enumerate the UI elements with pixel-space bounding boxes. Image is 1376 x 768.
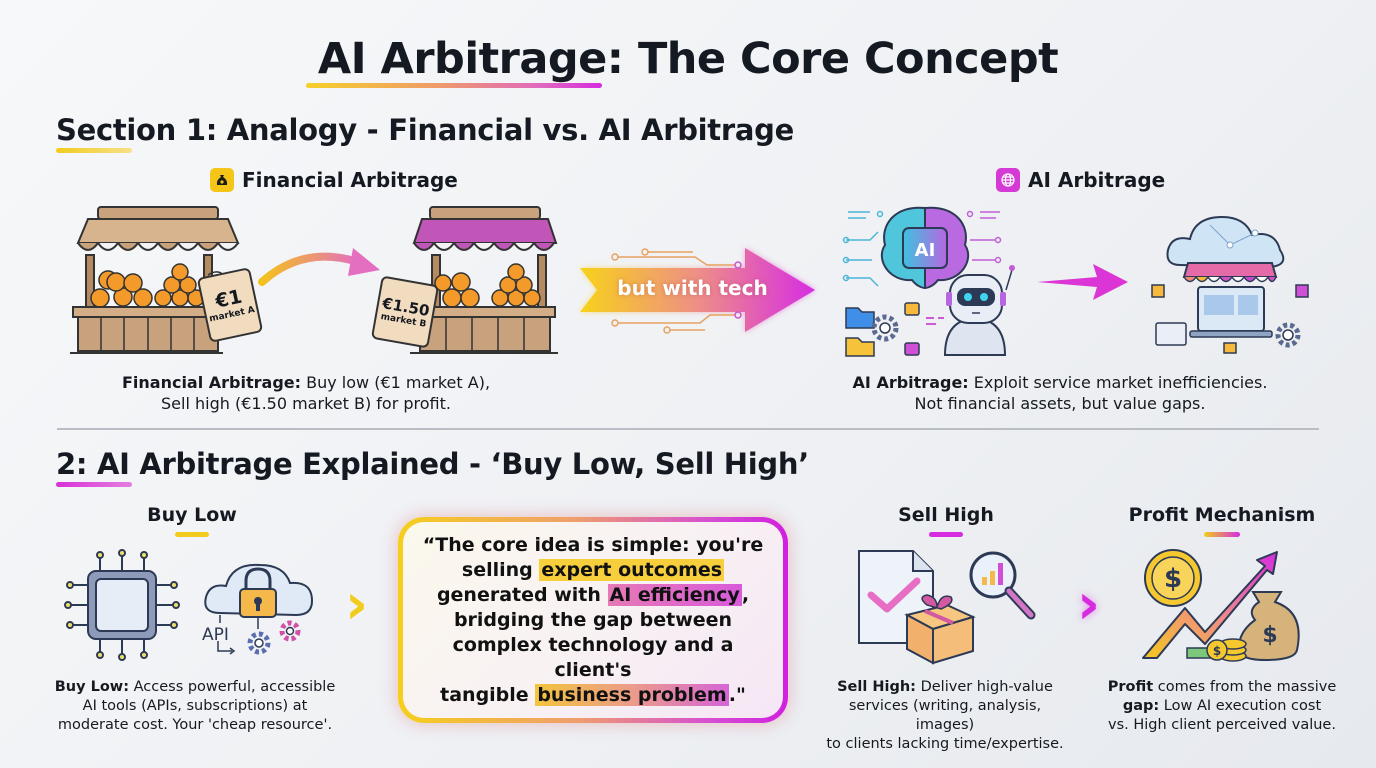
- financial-arbitrage-caption: Financial Arbitrage: Buy low (€1 market …: [96, 372, 516, 414]
- cloud-lock-api-icon: API: [200, 553, 320, 663]
- quote-line-3-suffix: ,: [741, 583, 750, 606]
- dollar-coin-label: $: [1164, 564, 1182, 594]
- caption-line-1: Deliver high-value: [915, 679, 1053, 695]
- but-with-tech-arrow: but with tech: [575, 240, 820, 340]
- quote-line-5: complex technology and a client's: [452, 633, 734, 681]
- ai-arrow-icon: [1035, 262, 1130, 302]
- but-with-tech-label: but with tech: [617, 276, 768, 300]
- market-stall-b-illustration: [410, 205, 560, 355]
- money-bag-label: $: [1262, 623, 1277, 648]
- caption-bold-2: gap:: [1122, 698, 1160, 714]
- caption-bold: Buy Low:: [54, 679, 129, 695]
- buy-low-title: Buy Low: [147, 504, 237, 526]
- profit-mechanism-underline: [1204, 532, 1240, 537]
- quote-line-4: bridging the gap between: [453, 608, 733, 631]
- chevron-right-icon: ›: [345, 572, 369, 637]
- caption-line-2: services (writing, analysis, images): [848, 698, 1042, 733]
- title-underline: [306, 83, 602, 88]
- caption-line-1: comes from the massive: [1153, 679, 1337, 695]
- chevron-right-icon: ›: [1077, 572, 1101, 637]
- money-bag-icon: [210, 168, 234, 192]
- caption-line-3: vs. High client perceived value.: [1108, 717, 1336, 733]
- api-label: API: [202, 625, 229, 645]
- caption-bold: Sell High:: [837, 679, 916, 695]
- section-divider: [57, 428, 1319, 430]
- small-coin-label: $: [1213, 644, 1221, 658]
- highlight-ai-efficiency: AI efficiency: [607, 583, 742, 606]
- core-idea-quote: “The core idea is simple: you're selling…: [403, 522, 783, 718]
- sell-high-title: Sell High: [898, 504, 994, 526]
- caption-bold: Financial Arbitrage:: [121, 373, 302, 392]
- cpu-chip-icon: [62, 545, 182, 665]
- financial-arbitrage-label: Financial Arbitrage: [242, 168, 458, 192]
- cloud-storefront-illustration: [1150, 205, 1310, 355]
- caption-line-2: Sell high (€1.50 market B) for profit.: [161, 394, 451, 413]
- quote-line-6-prefix: tangible: [440, 683, 536, 706]
- caption-bold-1: Profit: [1107, 679, 1154, 695]
- highlight-expert-outcomes: expert outcomes: [539, 558, 725, 581]
- globe-icon: [996, 168, 1020, 192]
- caption-line-3: moderate cost. Your 'cheap resource'.: [57, 717, 333, 733]
- ai-arbitrage-caption: AI Arbitrage: Exploit service market ine…: [830, 372, 1290, 414]
- sell-high-underline: [929, 532, 963, 537]
- quote-line-1: “The core idea is simple: you're: [422, 533, 764, 556]
- highlight-business-problem: business problem: [535, 683, 729, 706]
- section-1-title: Section 1: Analogy - Financial vs. AI Ar…: [56, 113, 794, 147]
- profit-growth-icon: $ $ $: [1135, 540, 1315, 665]
- quote-line-3-prefix: generated with: [436, 583, 608, 606]
- curved-arrow-icon: [258, 240, 383, 290]
- sell-high-caption: Sell High: Deliver high-value services (…: [820, 678, 1070, 754]
- caption-line-1: Access powerful, accessible: [129, 679, 336, 695]
- profit-mechanism-title: Profit Mechanism: [1128, 504, 1316, 526]
- caption-line-3: to clients lacking time/expertise.: [826, 736, 1064, 752]
- section-2-title: 2: AI Arbitrage Explained - ‘Buy Low, Se…: [56, 447, 809, 481]
- buy-low-underline: [175, 532, 209, 537]
- price-tag-market-b: €1.50 market B: [370, 275, 440, 349]
- caption-line-1: Buy low (€1 market A),: [301, 373, 491, 392]
- caption-bold: AI Arbitrage:: [852, 373, 969, 392]
- caption-line-2: Low AI execution cost: [1159, 698, 1322, 714]
- caption-line-1: Exploit service market inefficiencies.: [968, 373, 1268, 392]
- ai-arbitrage-header: AI Arbitrage: [996, 168, 1165, 192]
- profit-mechanism-caption: Profit comes from the massive gap: Low A…: [1096, 678, 1348, 735]
- quote-line-2-prefix: selling: [461, 558, 540, 581]
- core-idea-quote-box: “The core idea is simple: you're selling…: [398, 517, 788, 723]
- ai-brain-robot-illustration: AI: [840, 200, 1025, 358]
- ai-chip-label: AI: [915, 240, 936, 261]
- section-2-underline: [56, 482, 132, 487]
- financial-arbitrage-header: Financial Arbitrage: [210, 168, 458, 192]
- ai-arbitrage-label: AI Arbitrage: [1028, 168, 1166, 192]
- buy-low-caption: Buy Low: Access powerful, accessible AI …: [45, 678, 345, 735]
- deliverable-document-box-icon: [855, 545, 1045, 670]
- caption-line-2: Not financial assets, but value gaps.: [914, 394, 1206, 413]
- section-1-underline: [56, 148, 132, 153]
- caption-line-2: AI tools (APIs, subscriptions) at: [82, 698, 308, 714]
- quote-line-6-suffix: .": [728, 683, 746, 706]
- page-title: AI Arbitrage: The Core Concept: [317, 34, 1059, 84]
